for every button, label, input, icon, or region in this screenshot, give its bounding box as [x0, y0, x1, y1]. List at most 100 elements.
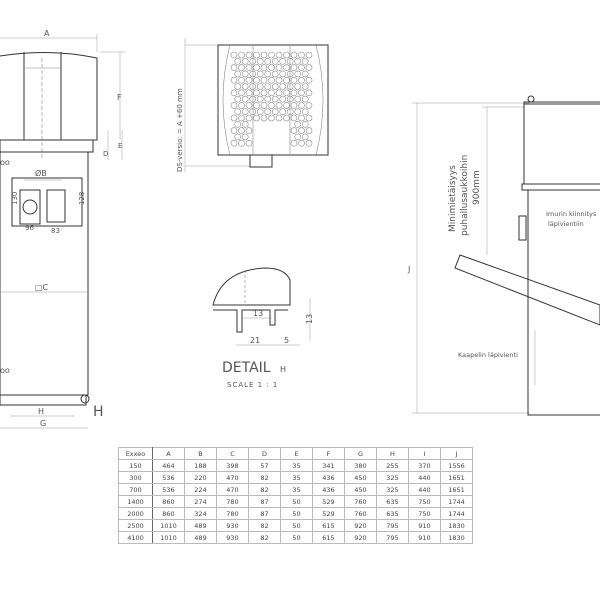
grille-hole: [290, 64, 298, 71]
fan-housing-side: [523, 101, 600, 185]
dim-c-label: □C: [35, 283, 49, 292]
grille-hole: [238, 127, 245, 134]
front-view: A F E D oo ØB 130 128 96 83 □C oo H G H: [0, 29, 125, 429]
table-cell: 920: [344, 531, 377, 544]
table-cell: 450: [344, 471, 377, 484]
grille-hole: [283, 51, 290, 59]
grille-hole: [249, 57, 256, 65]
discharge-pipe: [454, 254, 600, 326]
grille-hole: [249, 95, 256, 103]
dim-e-label: E: [118, 142, 122, 150]
table-cell: 35: [280, 483, 313, 496]
grille-hole: [245, 102, 253, 109]
grille-hole: [271, 108, 279, 115]
main-switch: [19, 189, 41, 225]
grille-hole: [268, 89, 275, 97]
cabinet-body: [0, 151, 89, 396]
grille-hole: [271, 95, 279, 103]
grille-hole: [279, 108, 287, 115]
grille-hole: [305, 102, 313, 109]
table-cell: 529: [312, 495, 345, 508]
grille-hole: [301, 133, 309, 141]
dim-f-label: F: [117, 93, 122, 102]
grille-hole: [234, 133, 241, 141]
grille-hole: [290, 114, 298, 122]
grille-hole: [230, 114, 238, 122]
grille-hole: [238, 102, 245, 109]
grille-hole: [294, 133, 302, 141]
grille-hole: [234, 57, 241, 65]
table-cell: 1400: [118, 495, 153, 508]
table-cell: 398: [216, 459, 249, 472]
grille-hole: [264, 70, 272, 78]
grille-hole: [298, 89, 305, 97]
table-cell: 370: [408, 459, 441, 472]
table-cell: 910: [408, 519, 441, 532]
grille-hole: [290, 89, 298, 97]
grille-hole: [301, 95, 309, 103]
dim-b-label: ØB: [35, 168, 47, 178]
grille-hole: [290, 127, 298, 134]
grille-hole: [241, 70, 249, 78]
table-cell: 440: [408, 471, 441, 484]
grille-hole: [271, 70, 279, 78]
table-cell: 1010: [152, 531, 185, 544]
grille-hole: [230, 64, 238, 71]
table-cell: 910: [408, 531, 441, 544]
table-cell: 795: [376, 531, 409, 544]
detail-title: DETAIL: [222, 360, 271, 376]
grille-hole: [305, 64, 313, 71]
grille-hole: [305, 114, 313, 122]
dim-130-label: 130: [11, 192, 19, 205]
table-cell: 2000: [118, 507, 153, 520]
dim-96-label: 96: [25, 224, 34, 232]
grille-hole: [279, 95, 287, 103]
table-cell: 2500: [118, 519, 153, 532]
grille-hole: [290, 51, 298, 59]
grille-hole: [301, 70, 309, 78]
grille-hole: [260, 51, 268, 59]
table-cell: 324: [184, 507, 217, 520]
table-cell: 470: [216, 483, 249, 496]
grille-hole: [230, 127, 238, 134]
dim-128-label: 128: [78, 192, 86, 205]
mount-label-2: läpivientiin: [548, 220, 584, 228]
table-cell: 325: [376, 483, 409, 496]
table-cell: 536: [152, 471, 185, 484]
grille-hole: [234, 108, 241, 115]
table-cell: 82: [248, 471, 281, 484]
grille-hole: [260, 102, 268, 109]
unit-outline: [217, 44, 329, 156]
perforated-grille: [230, 51, 313, 147]
column-header: B: [184, 447, 217, 460]
grille-hole: [260, 64, 268, 71]
table-cell: 750: [408, 507, 441, 520]
grille-hole: [230, 89, 238, 97]
clearance-line-1: Minimietäisyys: [448, 165, 458, 232]
table-cell: 1010: [152, 519, 185, 532]
grille-hole: [268, 76, 275, 84]
table-cell: 489: [184, 519, 217, 532]
grille-hole: [241, 83, 249, 90]
table-cell: 35: [280, 459, 313, 472]
cable-label: Kaapelin läpivienti: [458, 351, 518, 359]
grille-hole: [241, 57, 249, 65]
column-header: I: [408, 447, 441, 460]
grille-hole: [298, 139, 305, 147]
table-cell: 529: [312, 507, 345, 520]
grille-hole: [241, 133, 249, 141]
clearance-line-3: 900mm: [472, 170, 482, 205]
grille-hole: [271, 57, 279, 65]
dim-j-label: J: [407, 265, 410, 274]
grille-hole: [256, 70, 264, 78]
grille-hole: [268, 102, 275, 109]
grille-hole: [298, 76, 305, 84]
table-cell: 4100: [118, 531, 153, 544]
table-cell: 440: [408, 483, 441, 496]
grille-hole: [268, 64, 275, 71]
grille-hole: [256, 108, 264, 115]
grille-hole: [305, 89, 313, 97]
grille-hole: [264, 57, 272, 65]
column-header: A: [152, 447, 185, 460]
